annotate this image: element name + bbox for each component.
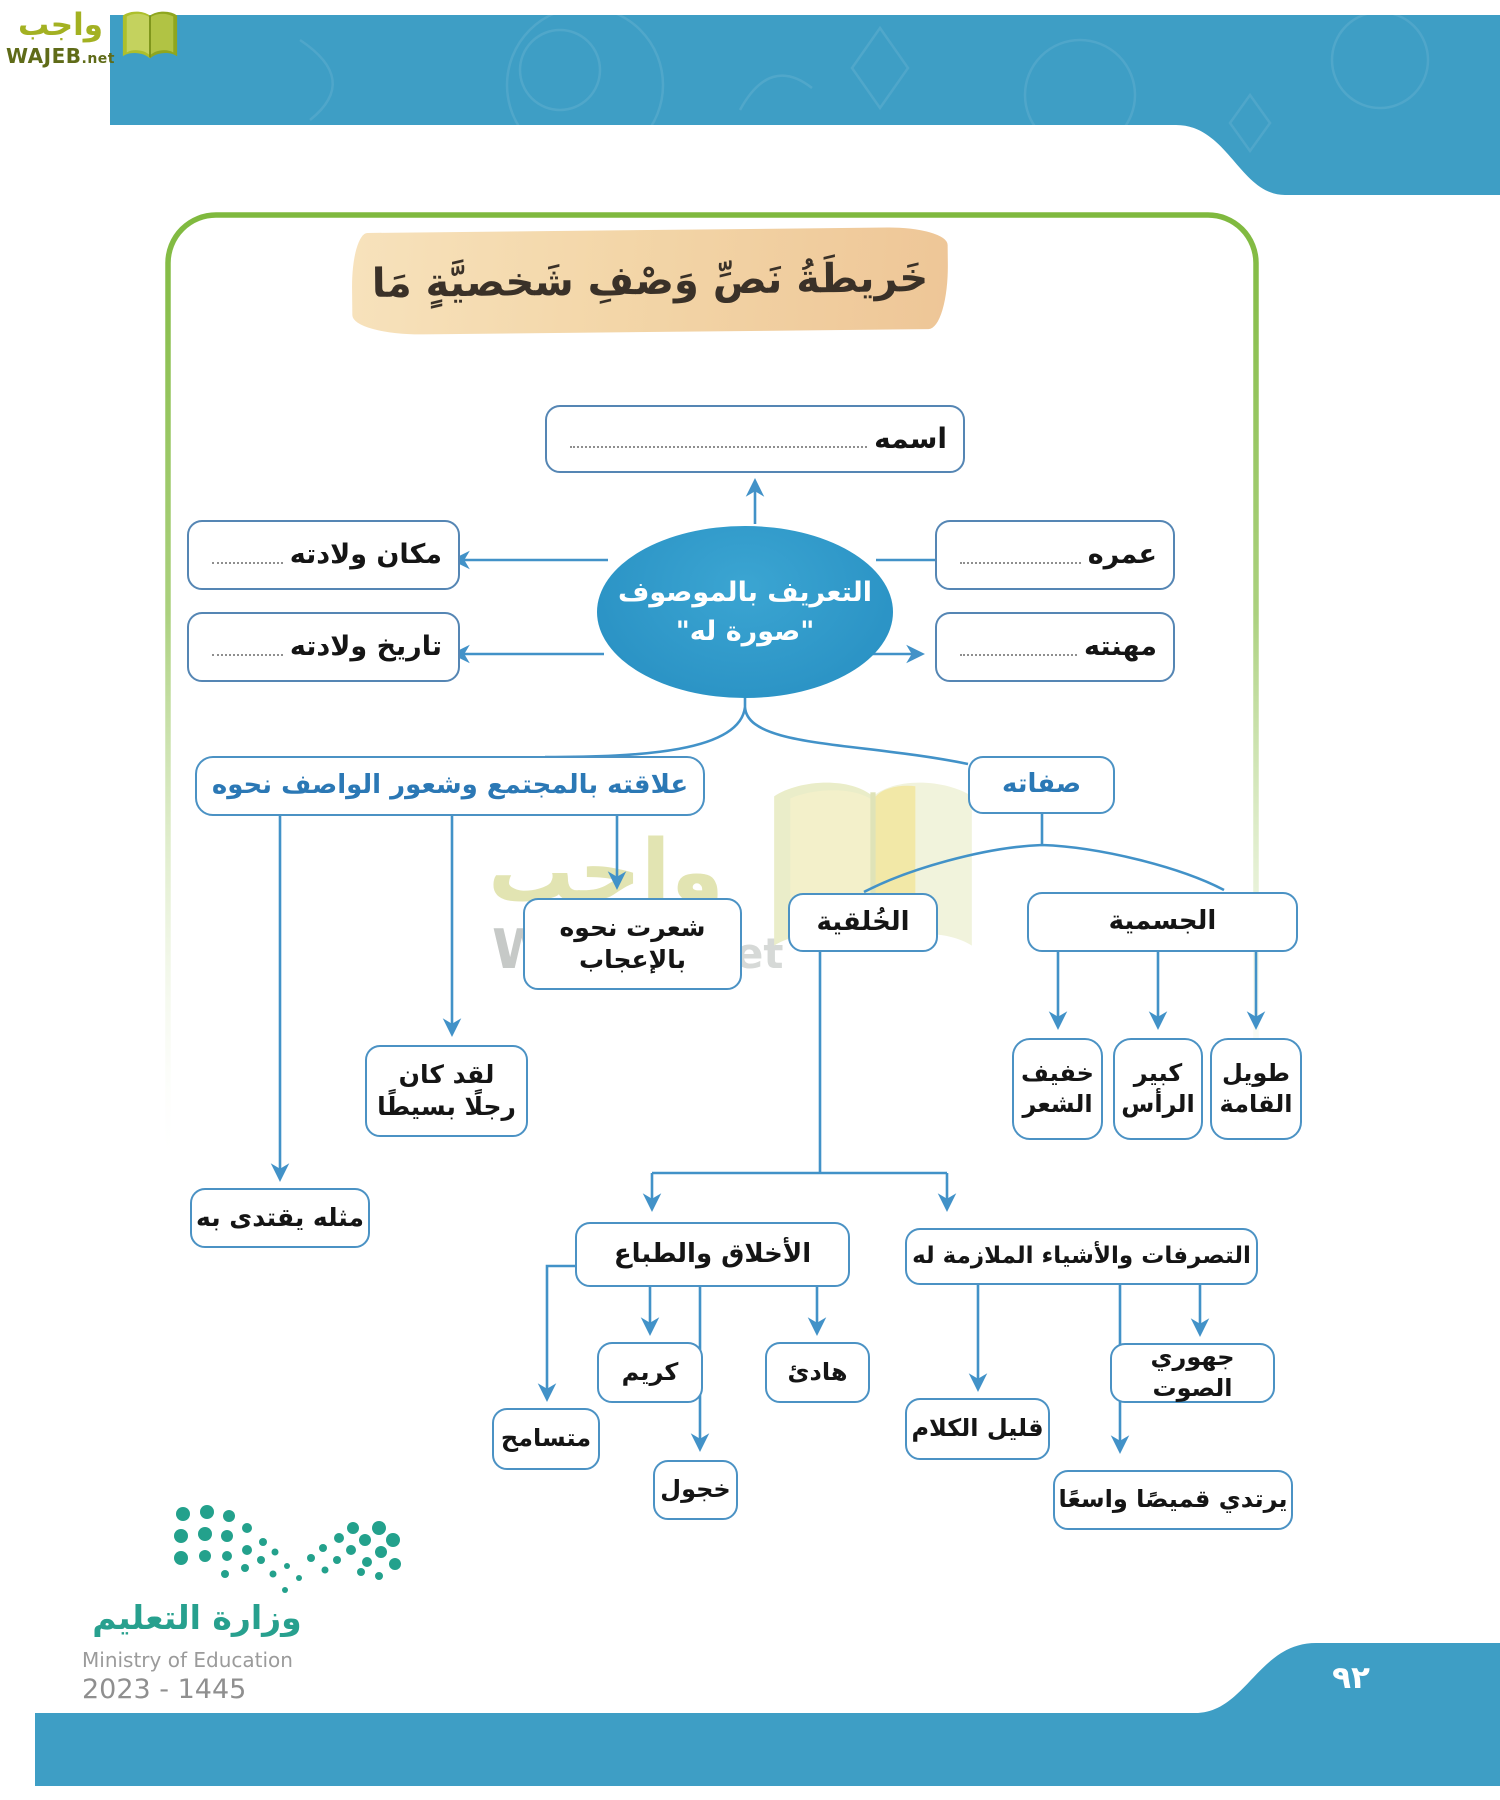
wajeb-logo-arabic: واجب [17,7,104,43]
tolerant-box: متسامح [492,1408,600,1470]
relation-box: علاقته بالمجتمع وشعور الواصف نحوه [195,756,705,816]
age-label: عمره [1087,539,1157,571]
open-book-icon [122,11,178,59]
light-hair-box: خفيف الشعر [1012,1038,1103,1140]
calm-box: هادئ [765,1342,870,1403]
felt-admiration-box: شعرت نحوه بالإعجاب [523,898,742,990]
footer-band [35,1643,1500,1786]
tall-stature-box: طويل القامة [1210,1038,1302,1140]
ministry-name-arabic: وزارة التعليم [92,1598,302,1637]
loud-voice-box: جهوري الصوت [1110,1343,1275,1403]
moral-traits-box: الخُلقية [788,893,938,952]
header-band [110,5,1500,195]
center-node-line2: "صورة له" [675,616,815,647]
job-box: مهنته [935,612,1175,682]
page-number: ٩٢ [1332,1660,1370,1696]
birthdate-label: تاريخ ولادته [289,631,442,663]
morals-group-box: الأخلاق والطباع [575,1222,850,1287]
simple-man-box: لقد كان رجلًا بسيطًا [365,1045,528,1137]
few-words-box: قليل الكلام [905,1398,1050,1460]
job-dotted-line [960,654,1078,656]
shy-box: خجول [653,1460,738,1520]
wajeb-logo: واجب WAJEB.net [6,6,181,68]
traits-box: صفاته [968,756,1115,814]
job-label: مهنته [1084,631,1157,663]
age-dotted-line [960,562,1081,564]
edition-years: 2023 - 1445 [82,1674,247,1705]
birthplace-box: مكان ولادته [187,520,460,590]
ministry-logo-dots [174,1505,401,1593]
birthplace-dotted-line [212,562,283,564]
page-title: خَريطَةُ نَصِّ وَصْفِ شَخصيَّةٍ مَا [371,255,929,307]
big-head-box: كبير الرأس [1113,1038,1203,1140]
behaviors-group-box: التصرفات والأشياء الملازمة له [905,1228,1258,1285]
birthdate-dotted-line [212,654,283,656]
example-box: مثله يقتدى به [190,1188,370,1248]
name-box: اسمه [545,405,965,473]
center-node-line1: التعريف بالموصوف [618,576,872,608]
birthplace-label: مكان ولادته [289,539,442,571]
wide-shirt-box: يرتدي قميصًا واسعًا [1053,1470,1293,1530]
age-box: عمره [935,520,1175,590]
title-banner: خَريطَةُ نَصِّ وَصْفِ شَخصيَّةٍ مَا [351,226,949,336]
ministry-name-english: Ministry of Education [82,1648,293,1672]
wajeb-logo-latin: WAJEB.net [6,44,115,68]
name-dotted-line [570,446,868,448]
name-label: اسمه [874,421,947,455]
birthdate-box: تاريخ ولادته [187,612,460,682]
generous-box: كريم [597,1342,703,1403]
calligraphy-pattern [299,5,1430,165]
physical-traits-box: الجسمية [1027,892,1298,952]
center-node-described-person: التعريف بالموصوف "صورة له" [597,526,893,698]
